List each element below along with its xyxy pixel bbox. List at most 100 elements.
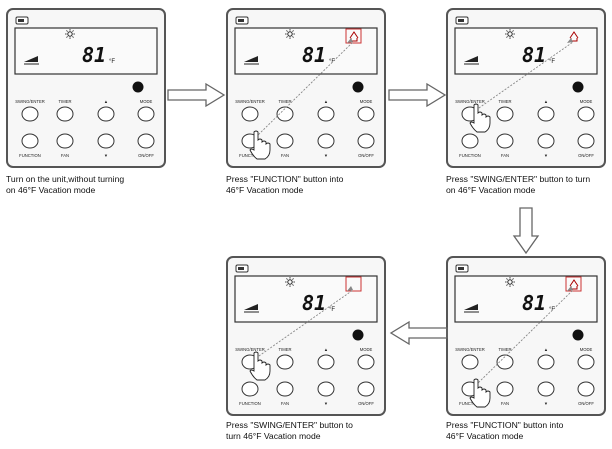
- sun-icon-ray: [66, 30, 68, 32]
- button-label-top: ▲: [544, 99, 548, 104]
- temperature-value: 81: [302, 43, 326, 67]
- lcd-screen: [14, 27, 158, 75]
- remote-button-top: [537, 106, 555, 122]
- sun-icon-ray: [72, 30, 74, 32]
- sun-icon-ray: [512, 284, 514, 286]
- button-label-top: ▲: [324, 99, 328, 104]
- sun-icon-ray: [292, 36, 294, 38]
- button-label-bottom: FAN: [501, 401, 509, 406]
- lcd-screen: [454, 27, 598, 75]
- remote-svg: 81°FSWING/ENTERFUNCTIONTIMERFAN▲▼MODEON/…: [454, 16, 598, 158]
- ir-indicator: [132, 81, 144, 93]
- guide-arrowhead: [347, 286, 353, 291]
- sun-icon-ray: [72, 36, 74, 38]
- hand-pointer-icon: [469, 378, 491, 408]
- guide-line: [475, 41, 574, 111]
- remote-button-top: [97, 106, 115, 122]
- caption-step-4: Press "FUNCTION" button into 46°F Vacati…: [446, 420, 612, 442]
- hand-pointer-icon: [469, 103, 491, 133]
- ir-indicator: [352, 81, 364, 93]
- caption-step-3: Press "SWING/ENTER" button to turn on 46…: [446, 174, 612, 196]
- button-label-top: ▲: [104, 99, 108, 104]
- guide-arrowhead: [567, 38, 573, 43]
- button-label-bottom: FUNCTION: [239, 401, 261, 406]
- temperature-value: 81: [302, 291, 326, 315]
- remote-button-top: [317, 354, 335, 370]
- button-label-bottom: ▼: [104, 153, 108, 158]
- sun-icon-ray: [506, 284, 508, 286]
- remote-button-bottom: [537, 133, 555, 149]
- caption-step-5-line-2: turn 46°F Vacation mode: [226, 431, 321, 441]
- remote-button-bottom: [97, 133, 115, 149]
- temperature-unit: °F: [329, 307, 335, 313]
- caption-step-2-line-1: Press "FUNCTION" button into: [226, 174, 344, 184]
- sun-icon-ray: [506, 278, 508, 280]
- remote-button-bottom: [56, 133, 74, 149]
- fan-speed-icon: [24, 56, 38, 62]
- button-label-bottom: FUNCTION: [459, 153, 481, 158]
- caption-step-3-line-2: on 46°F Vacation mode: [446, 185, 536, 195]
- button-label-top: MODE: [580, 347, 593, 352]
- temperature-value: 81: [522, 43, 546, 67]
- vacation-icon-frame: [345, 28, 362, 44]
- sun-icon-ray: [512, 278, 514, 280]
- temperature-value: 81: [82, 43, 106, 67]
- remote-button-top: [21, 106, 39, 122]
- fan-speed-icon: [464, 56, 478, 62]
- sun-icon-ray: [292, 30, 294, 32]
- sun-icon-core: [67, 31, 73, 37]
- button-label-top: SWING/ENTER: [235, 99, 265, 104]
- battery-level: [238, 19, 244, 22]
- caption-step-5-line-1: Press "SWING/ENTER" button to: [226, 420, 353, 430]
- button-label-top: TIMER: [278, 99, 291, 104]
- button-label-bottom: FUNCTION: [459, 401, 481, 406]
- remote-button-bottom: [537, 381, 555, 397]
- sun-icon: [285, 277, 295, 287]
- button-label-top: MODE: [360, 99, 373, 104]
- sun-icon-ray: [292, 278, 294, 280]
- button-label-top: TIMER: [498, 347, 511, 352]
- remote-button-top: [496, 354, 514, 370]
- button-label-top: TIMER: [278, 347, 291, 352]
- button-label-bottom: FAN: [501, 153, 509, 158]
- remote-svg: 81°FSWING/ENTERFUNCTIONTIMERFAN▲▼MODEON/…: [234, 16, 378, 160]
- remote-button-bottom: [357, 133, 375, 149]
- button-label-bottom: FAN: [281, 153, 289, 158]
- vacation-icon-frame: [565, 276, 582, 292]
- sun-icon: [505, 277, 515, 287]
- hand-pointer-icon: [249, 351, 271, 381]
- button-label-bottom: ON/OFF: [138, 153, 154, 158]
- button-label-top: TIMER: [498, 99, 511, 104]
- caption-step-5: Press "SWING/ENTER" button to turn 46°F …: [226, 420, 401, 442]
- button-label-bottom: ▼: [544, 401, 548, 406]
- ir-indicator: [572, 81, 584, 93]
- sun-icon-ray: [286, 30, 288, 32]
- button-label-top: TIMER: [58, 99, 71, 104]
- button-label-top: ▲: [544, 347, 548, 352]
- button-label-bottom: ON/OFF: [358, 153, 374, 158]
- remote-button-top: [537, 354, 555, 370]
- battery-level: [238, 267, 244, 270]
- caption-step-2-line-2: 46°F Vacation mode: [226, 185, 304, 195]
- remote-svg: 81°FSWING/ENTERFUNCTIONTIMERFAN▲▼MODEON/…: [234, 264, 378, 406]
- sun-icon-core: [287, 279, 293, 285]
- vacation-icon-frame: [345, 276, 362, 292]
- button-label-top: MODE: [360, 347, 373, 352]
- remote-button-top: [496, 106, 514, 122]
- sun-icon: [65, 29, 75, 39]
- remote-button-top: [357, 106, 375, 122]
- sun-icon-core: [287, 31, 293, 37]
- guide-arrowhead: [567, 286, 573, 291]
- remote-button-top: [276, 106, 294, 122]
- sun-icon: [505, 29, 515, 39]
- button-label-bottom: FAN: [281, 401, 289, 406]
- temperature-unit: °F: [109, 59, 115, 65]
- caption-step-4-line-2: 46°F Vacation mode: [446, 431, 524, 441]
- flow-arrow-right-1: [167, 82, 226, 108]
- button-label-top: SWING/ENTER: [455, 99, 485, 104]
- remote-button-top: [241, 106, 259, 122]
- battery-level: [458, 19, 464, 22]
- remote-panel-step-2: 81°FSWING/ENTERFUNCTIONTIMERFAN▲▼MODEON/…: [226, 8, 386, 168]
